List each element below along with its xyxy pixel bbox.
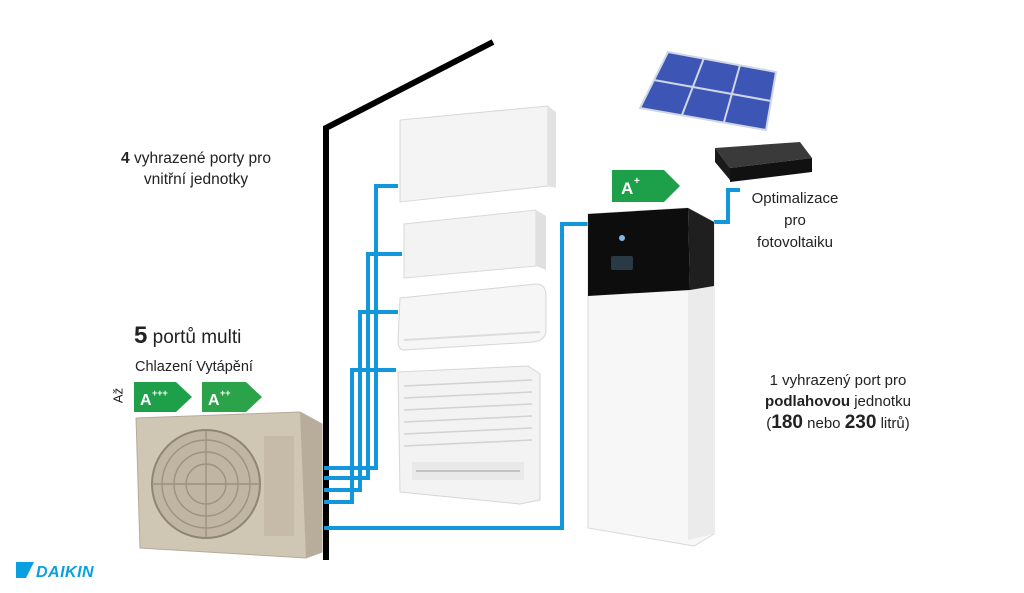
indoor-unit-wall-2: [403, 209, 546, 279]
indoor-ports-count: 4: [121, 150, 130, 167]
outdoor-ports-title: 5 portů multi: [134, 322, 241, 350]
tank-volume-2: 230: [844, 412, 877, 433]
indoor-unit-wall-3: [397, 283, 547, 351]
tank-line2-rest: jednotku: [854, 393, 911, 410]
tank-bold-word: podlahovou: [765, 393, 851, 410]
solar-panel-icon: [638, 50, 778, 132]
svg-text:+++: +++: [152, 388, 168, 398]
daikin-logo-text: DAIKIN: [36, 564, 95, 581]
svg-text:+: +: [634, 176, 640, 187]
energy-badge-cooling: A +++: [134, 382, 192, 412]
tank-volume-1: 180: [771, 412, 803, 433]
energy-badge-tank: A +: [612, 170, 680, 202]
tank-description: 1 vyhrazený port pro podlahovou jednotku…: [718, 370, 958, 434]
energy-badge-heating: A ++: [202, 382, 262, 412]
outdoor-ports-rest: portů multi: [152, 327, 242, 348]
pv-line2: pro: [784, 212, 806, 229]
indoor-ports-description: 4 vyhrazené porty pro vnitřní jednotky: [96, 148, 296, 190]
svg-text:A: A: [208, 392, 220, 409]
tank-open-paren: (: [766, 415, 772, 432]
hot-water-tank-unit: [587, 207, 715, 547]
tank-liters: litrů): [880, 415, 910, 432]
mode-labels: Chlazení Vytápění: [135, 359, 253, 375]
optimizer-box-icon: [715, 142, 812, 182]
refrigerant-pipes: [324, 184, 740, 530]
heating-label: Vytápění: [196, 359, 253, 375]
indoor-unit-wall-1: [399, 105, 556, 203]
pv-optimization-label: Optimalizace pro fotovoltaiku: [740, 188, 850, 254]
svg-text:++: ++: [220, 388, 231, 398]
house-outline: [323, 39, 495, 560]
tank-line1: 1 vyhrazený port pro: [769, 372, 907, 389]
indoor-ports-line2: vnitřní jednotky: [143, 171, 249, 188]
daikin-logo-icon: [16, 562, 34, 578]
cooling-label: Chlazení: [135, 359, 193, 375]
svg-text:A: A: [140, 392, 152, 409]
outdoor-ports-count: 5: [134, 322, 148, 349]
indoor-unit-floor-console: [397, 365, 541, 505]
pv-line1: Optimalizace: [751, 190, 839, 207]
up-to-label: Až: [110, 387, 126, 404]
pv-line3: fotovoltaiku: [757, 234, 833, 251]
svg-text:A: A: [621, 179, 633, 198]
outdoor-unit: [135, 411, 323, 559]
tank-or: nebo: [807, 415, 841, 432]
indoor-ports-rest: vyhrazené porty pro: [133, 150, 271, 167]
